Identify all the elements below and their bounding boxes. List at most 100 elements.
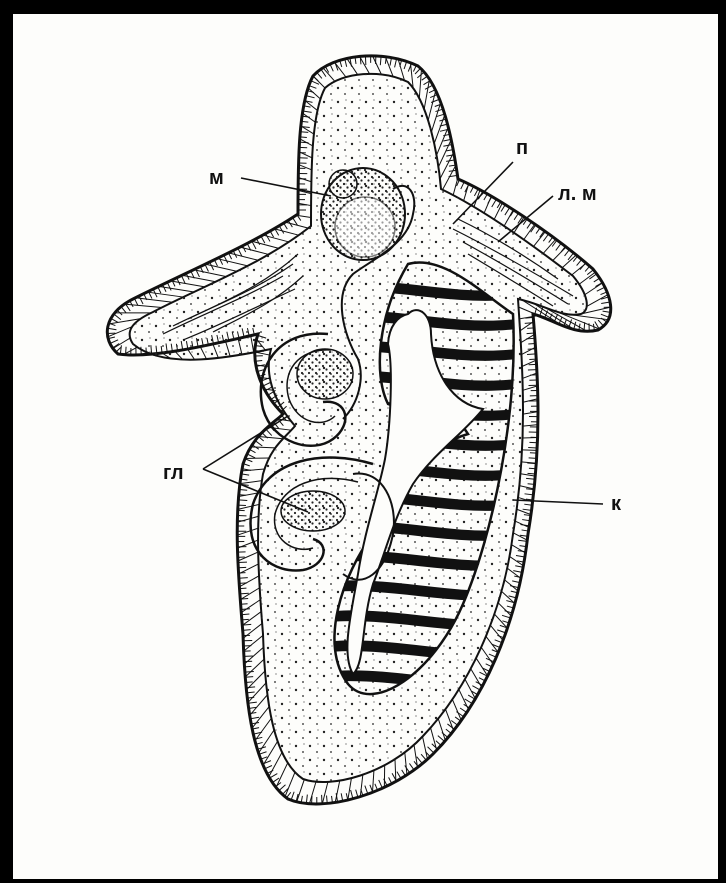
- cell-wall: [513, 533, 527, 540]
- cilium: [594, 278, 600, 282]
- cilium: [495, 640, 502, 643]
- cell-wall: [240, 481, 262, 484]
- cilium: [284, 223, 288, 229]
- cell-wall: [519, 316, 538, 319]
- cilium: [389, 777, 392, 783]
- cilium: [415, 68, 421, 74]
- cell-wall: [309, 782, 316, 804]
- diagram-canvas: м п л. м гл к: [13, 14, 718, 879]
- cilium: [239, 578, 248, 579]
- cell-wall: [522, 373, 537, 378]
- cell-wall: [428, 91, 436, 121]
- cilium: [543, 234, 548, 241]
- cilium: [241, 604, 248, 605]
- cilium: [501, 205, 505, 212]
- cilium: [589, 274, 596, 279]
- cilium: [528, 484, 535, 485]
- cilium: [513, 571, 522, 573]
- cilium: [528, 473, 536, 474]
- cell-wall: [298, 177, 311, 181]
- cilium: [556, 243, 561, 250]
- label-m: м: [209, 167, 224, 189]
- cell-wall: [335, 62, 346, 77]
- cilium: [436, 741, 441, 746]
- cilium: [243, 246, 246, 252]
- cell-wall: [255, 352, 270, 355]
- label-k: к: [611, 493, 622, 515]
- cilium: [405, 765, 410, 772]
- cell-wall: [263, 741, 278, 765]
- cell-wall: [360, 56, 370, 73]
- cell-wall: [159, 286, 194, 292]
- cilium: [527, 222, 532, 229]
- cell-wall: [302, 113, 315, 122]
- cell-wall: [229, 253, 259, 260]
- cilium: [379, 780, 383, 788]
- cilium: [422, 76, 428, 80]
- gland-lower-core: [281, 491, 345, 531]
- cilium: [380, 56, 381, 65]
- cilium: [474, 189, 478, 196]
- cilium: [111, 318, 118, 322]
- cell-wall: [553, 247, 566, 261]
- cilium: [255, 441, 262, 446]
- cilium: [261, 236, 265, 243]
- cilium: [549, 237, 553, 243]
- cell-wall: [481, 647, 493, 664]
- cilium: [139, 296, 143, 304]
- cell-wall: [241, 600, 260, 613]
- cilium: [263, 383, 270, 386]
- cell-wall: [445, 709, 453, 731]
- cilium: [300, 132, 308, 133]
- cilium: [272, 778, 279, 782]
- cilium: [266, 234, 270, 242]
- cell-wall: [523, 437, 538, 438]
- cilium: [514, 213, 518, 220]
- cilium: [306, 96, 315, 98]
- cilium: [577, 259, 582, 265]
- cilium: [365, 786, 368, 794]
- cilium: [167, 282, 171, 290]
- cilium: [375, 784, 378, 790]
- cell-wall: [372, 770, 373, 792]
- cilium: [242, 619, 249, 620]
- cilium: [214, 260, 217, 266]
- cilium: [300, 137, 307, 138]
- cell-wall: [240, 247, 269, 254]
- cilium: [421, 754, 426, 760]
- cilium: [417, 757, 423, 764]
- cilium: [245, 459, 252, 462]
- cilium: [502, 615, 511, 618]
- cilium: [317, 72, 322, 78]
- cilium: [479, 678, 485, 681]
- cilium: [395, 59, 397, 68]
- cell-wall: [205, 264, 237, 271]
- cell-wall: [522, 360, 536, 366]
- cilium: [279, 226, 284, 234]
- cell-wall: [484, 196, 491, 213]
- cell-wall: [170, 281, 205, 287]
- cell-wall: [572, 263, 586, 275]
- cell-wall: [244, 647, 263, 664]
- cilium: [446, 729, 451, 733]
- cilium: [585, 266, 590, 271]
- cell-wall: [419, 69, 421, 98]
- cilium: [219, 257, 223, 264]
- cilium: [536, 228, 540, 234]
- cell-wall: [524, 224, 535, 240]
- cell-wall: [263, 235, 289, 242]
- cilium: [130, 301, 133, 307]
- cilium: [246, 682, 253, 683]
- cell-wall: [243, 623, 262, 638]
- cilium: [428, 747, 434, 753]
- cell-wall: [431, 728, 437, 750]
- cell-wall: [515, 521, 529, 527]
- cilium: [390, 58, 391, 66]
- cilium: [177, 278, 180, 285]
- cell-wall: [459, 689, 469, 709]
- cell-wall: [490, 625, 503, 640]
- cell-wall: [452, 699, 461, 720]
- cell-wall: [504, 210, 513, 226]
- cell-wall: [585, 283, 603, 295]
- cell-wall: [464, 184, 469, 201]
